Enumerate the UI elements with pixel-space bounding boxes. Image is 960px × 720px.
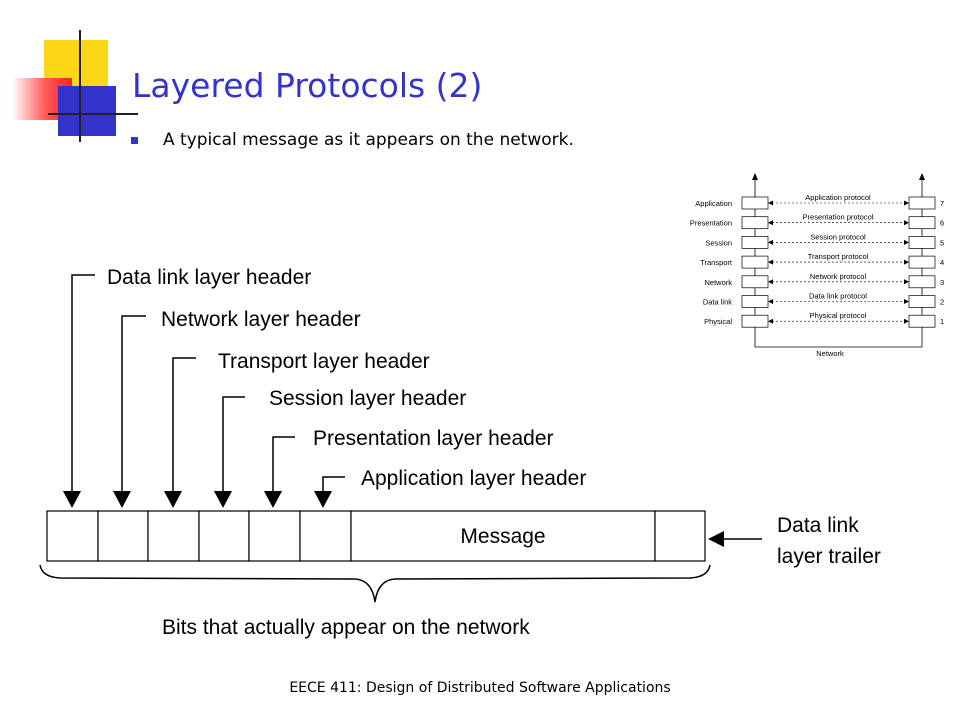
osi-right-box	[908, 295, 936, 308]
pointer-datalink-header	[71, 274, 95, 495]
osi-left-up-arrow-icon	[752, 173, 758, 180]
pointer-transport-header	[172, 357, 196, 495]
label-datalink-header: Data link layer header	[107, 266, 311, 289]
osi-layer-name: Transport	[700, 258, 733, 267]
bullet-point: A typical message as it appears on the n…	[131, 130, 574, 150]
osi-layer-number: 1	[940, 317, 944, 326]
osi-left-arrow-icon	[768, 318, 773, 324]
label-application-header: Application layer header	[361, 467, 586, 490]
bullet-square-icon	[131, 136, 138, 144]
field-transport-header	[147, 510, 200, 562]
message-bar: Message	[46, 510, 706, 562]
arrowhead-network-header	[113, 491, 131, 508]
osi-protocol-name: Transport protocol	[808, 252, 869, 261]
osi-left-arrow-icon	[768, 220, 773, 226]
osi-protocol-name: Presentation protocol	[803, 213, 874, 222]
osi-left-box	[741, 236, 769, 249]
osi-layer-number: 5	[940, 238, 944, 247]
field-session-header	[198, 510, 250, 562]
field-message	[350, 510, 656, 562]
slide-title: Layered Protocols (2)	[132, 66, 483, 105]
osi-model-inset: Application Application protocol 7Presenta…	[690, 173, 944, 358]
osi-right-box	[908, 275, 936, 289]
label-network-header: Network layer header	[161, 308, 361, 331]
decor-horizontal-line	[48, 113, 138, 115]
osi-right-arrow-icon	[904, 299, 909, 304]
osi-protocol-name: Data link protocol	[809, 292, 867, 301]
osi-layer-name: Session	[705, 238, 732, 247]
osi-left-arrow-icon	[768, 279, 773, 285]
osi-layer-number: 2	[940, 298, 944, 307]
field-application-header	[299, 510, 352, 562]
pointer-session-header	[222, 396, 245, 495]
trailer-pointer: Data link layer trailer	[708, 514, 881, 568]
osi-left-box	[741, 216, 769, 230]
decor-blue-square	[58, 86, 116, 136]
osi-left-box	[741, 196, 769, 210]
osi-left-arrow-icon	[768, 259, 773, 265]
osi-right-box	[908, 216, 936, 230]
osi-right-box	[908, 314, 936, 328]
pointer-network-header	[121, 315, 146, 495]
osi-layer-number: 3	[940, 278, 944, 287]
header-labels: Data link layer header Network layer hea…	[107, 266, 586, 490]
osi-layer-name: Network	[704, 278, 732, 287]
osi-layer-name: Data link	[703, 298, 732, 307]
osi-layer-number: 6	[940, 219, 944, 228]
field-datalink-trailer	[654, 510, 706, 562]
osi-layer-name: Physical	[704, 317, 732, 326]
osi-right-arrow-icon	[904, 239, 909, 245]
decor-vertical-line	[79, 30, 81, 142]
pointer-presentation-header	[272, 436, 295, 495]
field-presentation-header	[248, 510, 301, 562]
bits-brace	[39, 564, 711, 603]
osi-left-box	[741, 255, 769, 269]
osi-layer-number: 4	[940, 258, 944, 267]
label-trailer-line2: layer trailer	[777, 545, 881, 568]
osi-right-box	[908, 236, 936, 249]
pointer-application-header	[322, 476, 345, 495]
osi-layer-name: Presentation	[690, 219, 732, 228]
field-datalink-header	[46, 510, 99, 562]
osi-protocol-name: Physical protocol	[810, 311, 867, 320]
osi-protocol-name: Session protocol	[810, 232, 866, 241]
osi-right-arrow-icon	[904, 259, 909, 265]
osi-left-box	[741, 314, 769, 328]
osi-left-arrow-icon	[768, 200, 773, 206]
osi-right-arrow-icon	[904, 279, 909, 285]
bullet-text: A typical message as it appears on the n…	[163, 130, 574, 150]
arrowhead-session-header	[214, 491, 232, 508]
label-trailer-line1: Data link	[777, 514, 859, 537]
osi-right-arrow-icon	[904, 318, 909, 324]
osi-left-arrow-icon	[768, 239, 773, 245]
osi-right-box	[908, 255, 936, 269]
osi-left-arrow-icon	[768, 299, 773, 304]
footer: EECE 411: Design of Distributed Software…	[289, 680, 671, 696]
arrowhead-trailer	[708, 531, 724, 547]
osi-layer-name: Application	[695, 199, 732, 208]
arrowhead-datalink-header	[63, 491, 81, 508]
field-network-header	[97, 510, 149, 562]
arrowhead-transport-header	[164, 491, 182, 508]
osi-network-label: Network	[816, 349, 844, 358]
osi-layer-number: 7	[940, 199, 944, 208]
osi-protocol-name: Application protocol	[805, 193, 871, 202]
header-pointers	[63, 274, 345, 508]
osi-right-box	[908, 196, 936, 210]
arrowhead-presentation-header	[264, 491, 282, 508]
osi-protocol-name: Network protocol	[810, 272, 867, 281]
arrowhead-application-header	[314, 491, 332, 508]
label-message: Message	[460, 525, 545, 548]
osi-right-arrow-icon	[904, 220, 909, 226]
label-session-header: Session layer header	[269, 387, 466, 410]
label-transport-header: Transport layer header	[218, 350, 430, 373]
osi-right-up-arrow-icon	[919, 173, 925, 180]
osi-left-box	[741, 275, 769, 289]
osi-right-arrow-icon	[904, 200, 909, 206]
label-bits: Bits that actually appear on the network	[162, 616, 530, 639]
osi-left-box	[741, 295, 769, 308]
label-presentation-header: Presentation layer header	[313, 427, 554, 450]
